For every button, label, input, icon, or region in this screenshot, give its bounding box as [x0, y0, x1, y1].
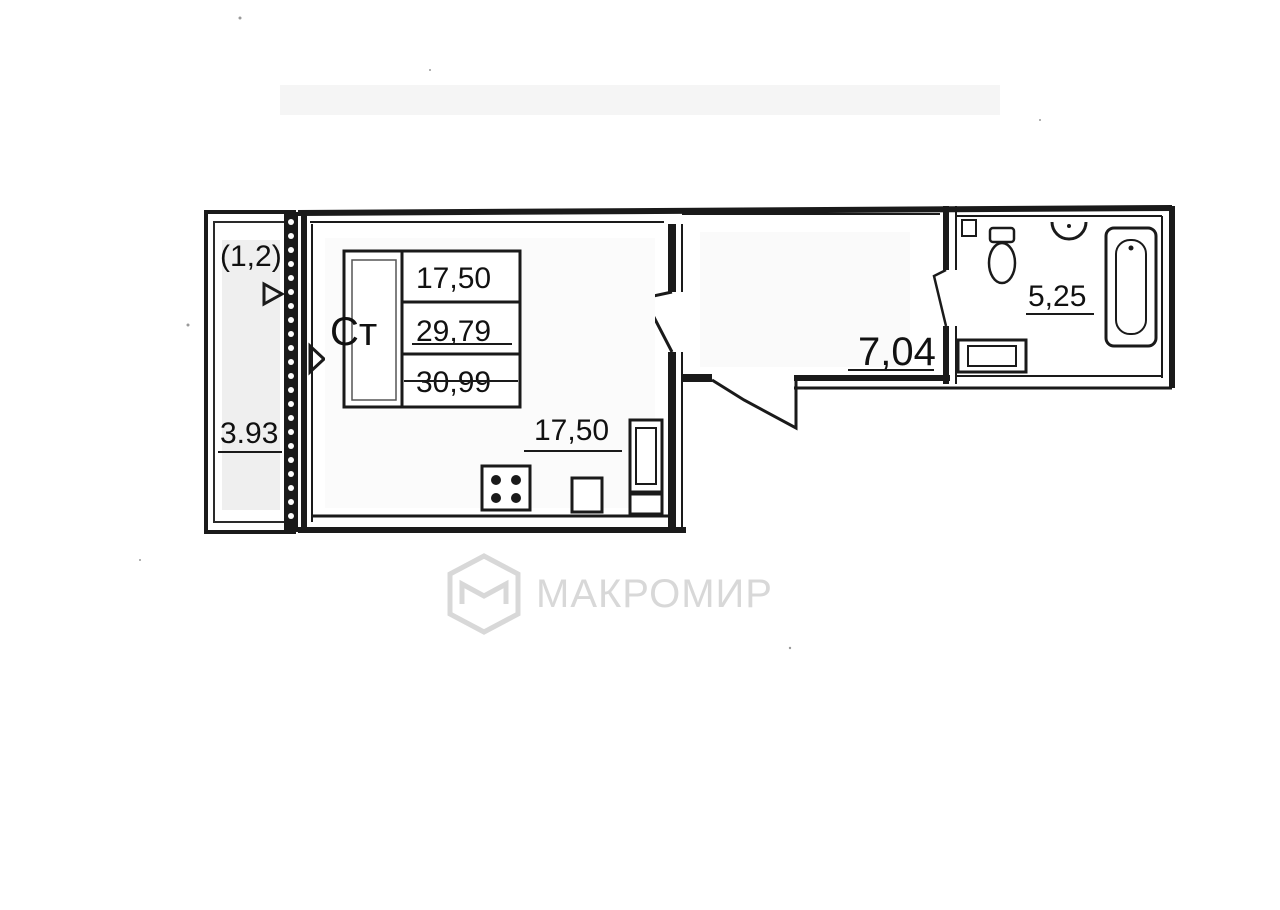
- loggia-coefficient: (1,2): [220, 240, 282, 273]
- window-arrow-icon: [262, 281, 286, 307]
- toilet-icon: [987, 226, 1017, 285]
- main-room-area: 17,50: [534, 414, 609, 447]
- scan-shading: [280, 85, 1000, 115]
- hallway-area: 7,04: [858, 330, 936, 374]
- living-area-value: 17,50: [416, 262, 491, 295]
- kitchen-fridge: [628, 418, 664, 516]
- loggia-area: 3.93: [220, 417, 278, 450]
- bathroom-door-swing: [932, 268, 948, 327]
- bathroom: 5,25: [932, 206, 1175, 388]
- kitchen-sink: [570, 476, 604, 514]
- watermark-text: МАКРОМИР: [536, 572, 773, 616]
- kitchen-stove: [480, 464, 532, 512]
- washbasin-icon: [1050, 221, 1088, 241]
- hallway: 7,04: [682, 213, 1172, 431]
- paper-noise: [139, 16, 1041, 650]
- house-cube-logo-icon: [447, 553, 521, 635]
- main-room-area-label: 17,50: [524, 414, 622, 452]
- bathroom-area: 5,25: [1028, 280, 1086, 313]
- loggia: (1,2) 3.93: [204, 210, 327, 534]
- door-arrow-icon: [308, 342, 327, 376]
- entrance-door: [711, 378, 798, 431]
- total-area-with-loggia-value: 30,99: [416, 366, 491, 399]
- area-summary-block: Ст 17,50 29,79 30,99: [330, 249, 522, 409]
- total-area-value: 29,79: [416, 315, 491, 348]
- bathtub-icon: [1104, 226, 1158, 348]
- apartment-type-label: Ст: [330, 310, 377, 354]
- loggia-wall-dots: [288, 219, 294, 519]
- watermark: МАКРОМИР: [447, 553, 773, 635]
